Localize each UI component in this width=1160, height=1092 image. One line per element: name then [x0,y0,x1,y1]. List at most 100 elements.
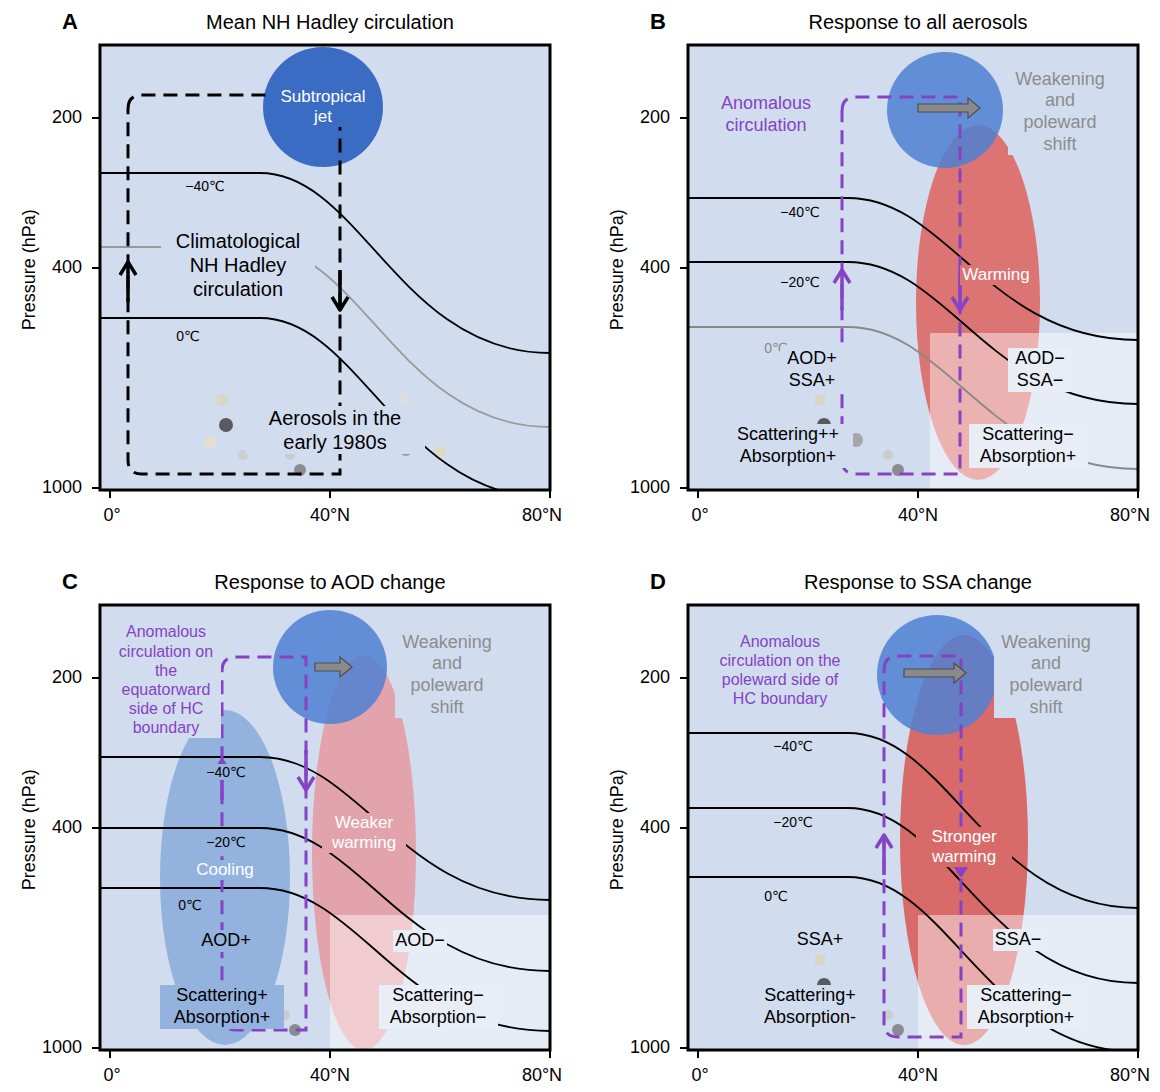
axis-tick-label: 400 [50,257,84,279]
arrow-shaft [304,750,308,789]
shape-label: Stronger warming [916,827,1012,868]
axis-tick-label: 0° [689,1065,710,1087]
axis-tick [92,117,100,119]
axis-tick-label: 200 [50,107,84,129]
plot-area [688,45,1138,490]
axis-tick-label: 40°N [308,1065,352,1087]
optics-label: Scattering− Absorption+ [967,985,1086,1028]
aerosol-change-label: AOD+ [199,930,253,952]
arrow-shaft [959,835,963,874]
panel-title: Response to all aerosols [808,10,1027,34]
shape-label: Cooling [194,860,256,880]
axis-tick [680,117,688,119]
isotherm-line [688,808,1138,983]
axis-tick-label: 40°N [308,505,352,527]
arrow-shaft [882,836,886,875]
axis-tick-label: 0° [101,505,122,527]
aerosol-change-label: AOD− SSA− [1008,348,1072,391]
pale-region [330,915,550,1050]
axis-tick-label: 0° [101,1065,122,1087]
axis-tick [917,490,919,498]
axis-tick [329,490,331,498]
axis-tick [549,490,551,498]
jet-circle [877,615,997,735]
axis-tick-label: 1000 [628,477,672,499]
isotherm-label: −20℃ [204,834,247,851]
circulation-label: Climatological NH Hadley circulation [161,229,315,301]
shift-arrow [904,663,966,683]
axis-tick [680,827,688,829]
axis-tick [92,267,100,269]
shape-label: Weaker warming [322,813,406,854]
isotherm-line [100,888,550,1031]
shape-label: Subtropical jet [271,87,375,128]
figure-panel: CResponse to AOD changeCoolingWeaker war… [0,560,580,1092]
plot-area [688,605,1138,1050]
axis-tick-label: 1000 [40,1037,84,1059]
axis-tick [109,490,111,498]
axis-tick-label: 400 [50,817,84,839]
axis-tick-label: 200 [638,667,672,689]
isotherm-label: 0℃ [762,888,790,905]
isotherm-line [100,828,550,971]
shift-label: Weakening and poleward shift [395,632,499,718]
axis-tick [549,1050,551,1058]
shift-label: Weakening and poleward shift [994,632,1098,718]
jet-circle: Subtropical jet [263,47,383,167]
shift-arrow [918,98,980,118]
optics-label: Scattering− Absorption+ [969,424,1088,467]
plot-group [688,615,1138,1050]
plot-frame [100,605,550,1050]
axis-tick-label: 80°N [520,1065,564,1087]
axis-title: Pressure (hPa) [19,767,41,892]
axis-tick [92,487,100,489]
isotherm-line [100,318,550,490]
isotherm-label: −20℃ [771,814,814,831]
optics-label: Scattering+ Absorption+ [160,985,284,1028]
shift-arrow [315,657,352,677]
axis-tick [92,827,100,829]
axis-tick-label: 1000 [40,477,84,499]
plot-group [100,610,550,1050]
axis-tick-label: 0° [689,505,710,527]
panel-title: Response to AOD change [214,570,445,594]
panel-title: Mean NH Hadley circulation [206,10,454,34]
axis-tick [109,1050,111,1058]
arrow-shaft [958,270,962,309]
plot-frame [688,45,1138,490]
optics-label: Scattering− Absorption− [379,985,498,1028]
plot-group [100,95,550,490]
plot-frame [100,45,550,490]
axis-title: Pressure (hPa) [19,207,41,332]
plot-area [100,605,550,1050]
axis-title: Pressure (hPa) [607,767,629,892]
axis-tick-label: 400 [638,257,672,279]
shift-label: Weakening and poleward shift [1008,69,1112,155]
aerosol-dot [216,394,228,406]
aerosol-dot [814,394,826,406]
axis-tick-label: 80°N [520,505,564,527]
isotherm-line [688,262,1138,404]
axis-tick-label: 80°N [1108,1065,1152,1087]
isotherm-line [100,173,550,353]
aerosol-dot [883,450,893,460]
isotherm-label: 0℃ [176,897,204,914]
circulation-loop [842,97,960,474]
figure-panel: DResponse to SSA changeStronger warming2… [588,560,1160,1092]
aerosol-dot [398,392,410,404]
axis-tick-label: 1000 [628,1037,672,1059]
figure-panel: BResponse to all aerosolsWarming20040010… [588,0,1160,546]
circulation-loop [884,656,961,1037]
axis-tick-label: 80°N [1108,505,1152,527]
axis-tick [697,490,699,498]
panel-letter: B [650,9,666,35]
axis-tick [680,267,688,269]
isotherm-line [688,327,1138,469]
anomaly-label: Anomalous circulation on the equatorward… [112,622,221,737]
aerosol-change-label: SSA+ [795,929,846,951]
axis-tick-label: 400 [638,817,672,839]
isotherm-label: −20℃ [778,274,821,291]
optics-label: Scattering+ Absorption- [748,985,872,1028]
axis-tick [1137,490,1139,498]
